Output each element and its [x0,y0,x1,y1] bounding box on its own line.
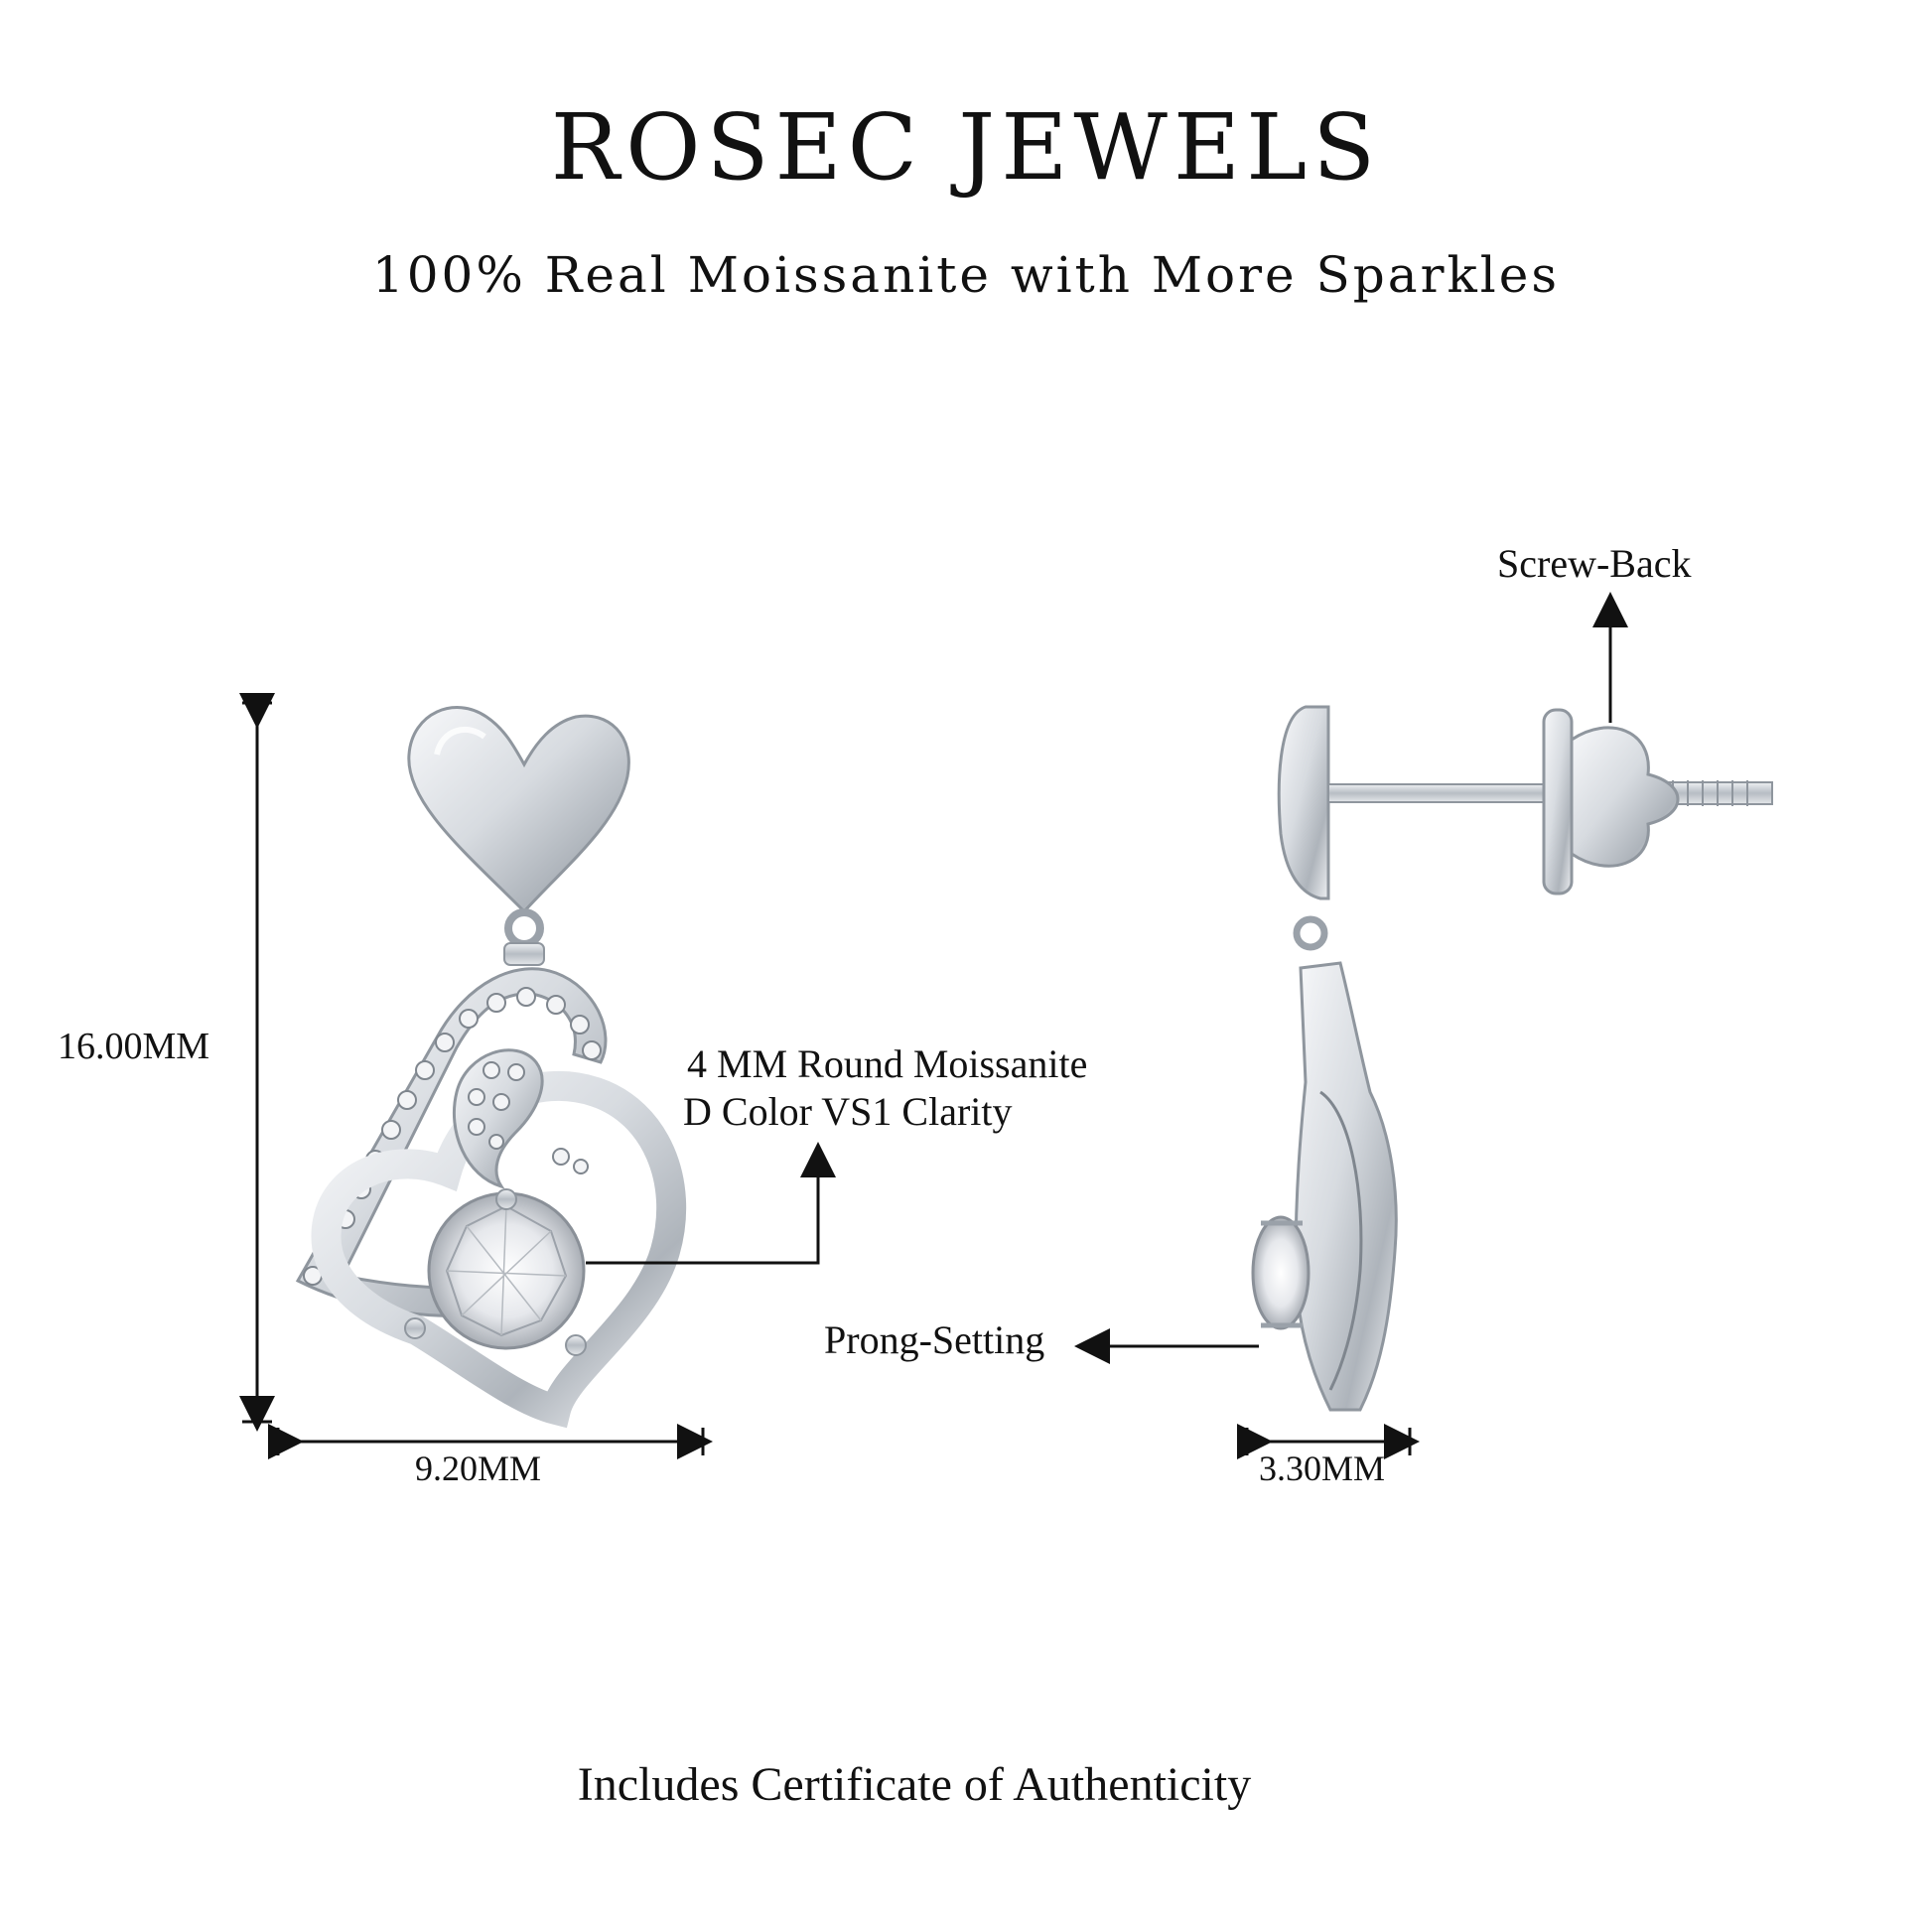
depth-label: 3.30MM [1259,1449,1386,1488]
tagline: 100% Real Moissanite with More Sparkles [371,246,1561,304]
inner-heart-band [311,1070,687,1429]
top-heart-stud [407,706,630,914]
height-dimension [239,693,275,1432]
prong-setting-label: Prong-Setting [824,1317,1045,1362]
side-view-earring [1251,705,1773,1412]
side-stone [1251,1215,1311,1330]
screw-back [1542,708,1680,896]
center-moissanite [404,1188,587,1356]
depth-dimension [1237,1424,1420,1459]
connector-loop [504,908,544,948]
height-label: 16.00MM [58,1026,210,1067]
stone-spec-line2: D Color VS1 Clarity [683,1089,1013,1134]
brand-title: ROSEC JEWELS [550,94,1382,201]
width-label: 9.20MM [415,1449,542,1488]
pave-curl [452,1048,544,1189]
screw-back-label: Screw-Back [1497,541,1692,586]
front-view-earring [295,706,687,1429]
certificate-note: Includes Certificate of Authenticity [577,1758,1252,1811]
stone-callout-leader [586,1142,836,1265]
ear-post [1327,783,1560,803]
stone-spec-line1: 4 MM Round Moissanite [687,1041,1088,1086]
side-heart-profile [1294,961,1398,1412]
width-dimension [268,1424,713,1459]
